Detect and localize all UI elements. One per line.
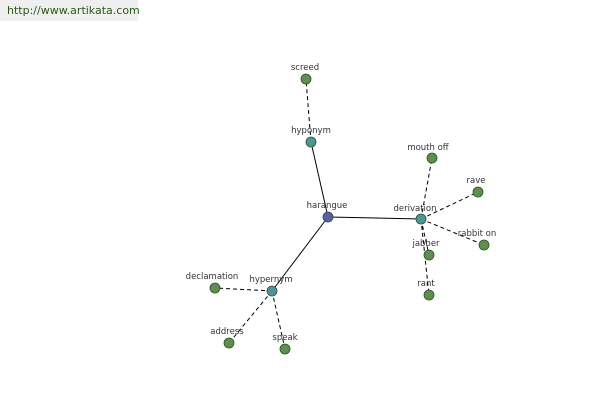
- edges: [214, 78, 485, 350]
- word-label-address: address: [210, 327, 244, 337]
- edge-harangue-derivation: [327, 216, 422, 220]
- word-label-rave: rave: [467, 176, 486, 186]
- relation-label-hyponym: hyponym: [291, 126, 331, 136]
- word-node-rant[interactable]: [423, 289, 435, 301]
- relation-node-derivation[interactable]: [415, 213, 427, 225]
- relation-label-hypernym: hypernym: [249, 275, 292, 285]
- edge-harangue-hyponym: [310, 141, 329, 218]
- edge-derivation-rabbit-on: [420, 218, 485, 246]
- word-label-rabbit-on: rabbit on: [458, 229, 496, 239]
- word-node-declamation[interactable]: [209, 282, 221, 294]
- word-node-speak[interactable]: [279, 343, 291, 355]
- edge-hypernym-address: [228, 290, 273, 344]
- word-label-jabber: jabber: [411, 239, 440, 249]
- edge-hypernym-declamation: [214, 287, 273, 292]
- relation-label-derivation: derivation: [393, 204, 436, 214]
- labels: harangue hyponym screed derivation mouth off…: [186, 63, 497, 343]
- word-node-mouth-off[interactable]: [426, 152, 438, 164]
- site-link[interactable]: http://www.artikata.com: [0, 0, 140, 21]
- edge-derivation-jabber: [420, 218, 430, 256]
- relation-node-hyponym[interactable]: [305, 136, 317, 148]
- word-node-screed[interactable]: [300, 73, 312, 85]
- word-node-rabbit-on[interactable]: [478, 239, 490, 251]
- edge-derivation-rave: [420, 191, 479, 220]
- edge-hypernym-speak: [271, 290, 286, 350]
- edge-harangue-hypernym: [271, 216, 329, 292]
- word-node-rave[interactable]: [472, 186, 484, 198]
- edge-hyponym-screed: [305, 78, 312, 143]
- word-label-mouth-off: mouth off: [407, 143, 449, 153]
- word-label-rant: rant: [417, 279, 435, 289]
- relation-node-hypernym[interactable]: [266, 285, 278, 297]
- word-label-screed: screed: [291, 63, 319, 73]
- word-node-address[interactable]: [223, 337, 235, 349]
- edge-derivation-mouth-off: [420, 157, 433, 220]
- word-label-speak: speak: [272, 333, 297, 343]
- center-label-harangue: harangue: [307, 201, 348, 211]
- center-node-harangue[interactable]: [322, 211, 334, 223]
- word-node-jabber[interactable]: [423, 249, 435, 261]
- word-label-declamation: declamation: [186, 272, 239, 282]
- nodes: [209, 73, 490, 355]
